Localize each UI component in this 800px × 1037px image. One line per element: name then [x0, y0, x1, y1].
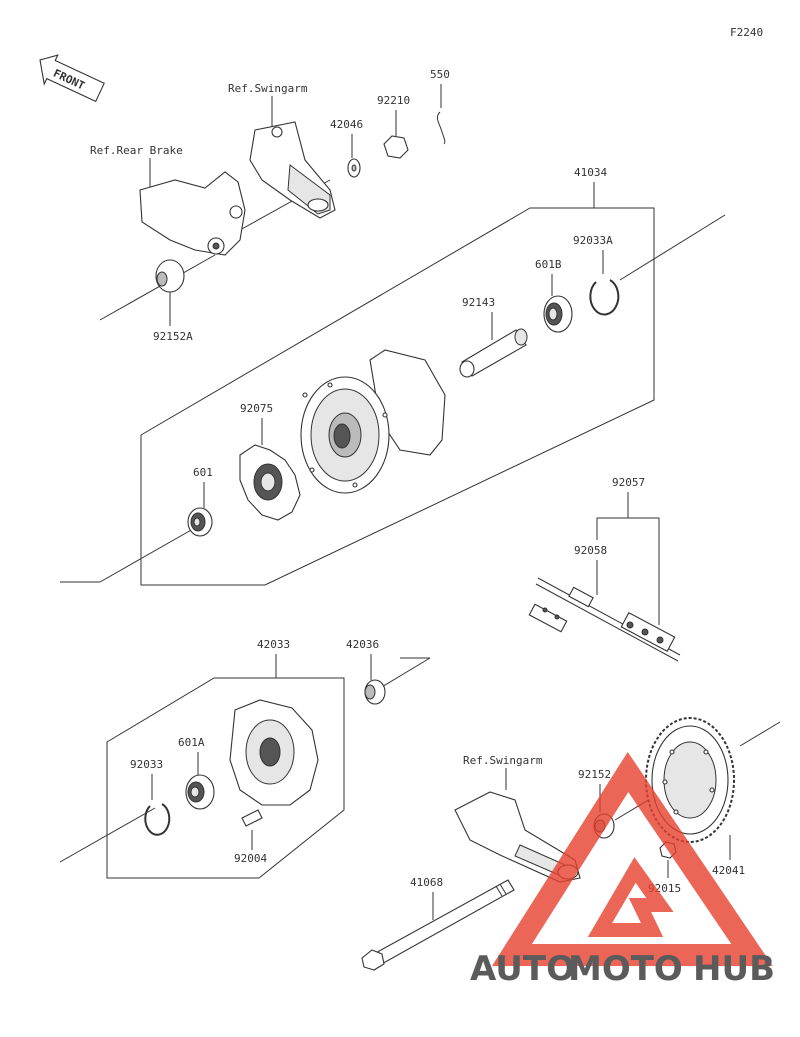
axle-41068 — [361, 879, 515, 971]
axle-line-lower — [99, 524, 201, 583]
collar-42036 — [364, 679, 386, 705]
axle-line-right — [619, 214, 726, 281]
label-92210: 92210 — [377, 94, 410, 107]
label-92057: 92057 — [612, 476, 645, 489]
figure-code: F2240 — [730, 26, 763, 39]
axle-line-left — [99, 254, 216, 321]
spacer-92152A — [155, 259, 185, 293]
ref-rear-brake: Ref.Rear Brake — [90, 144, 183, 157]
sprocket-hub-frame — [106, 677, 345, 879]
bearing-601B — [543, 295, 573, 333]
label-92058: 92058 — [574, 544, 607, 557]
label-92033: 92033 — [130, 758, 163, 771]
collar-92143 — [459, 328, 528, 378]
label-550: 550 — [430, 68, 450, 81]
swingarm-top — [249, 121, 336, 219]
label-601A: 601A — [178, 736, 205, 749]
wheel-group-frame — [140, 207, 655, 586]
sprocket-hub-42033 — [229, 699, 319, 806]
circlip-92033 — [144, 803, 171, 836]
ref-swingarm-bottom: Ref.Swingarm — [463, 754, 543, 767]
logo-text-auto: AUTO — [470, 949, 575, 989]
label-42036: 42036 — [346, 638, 379, 651]
circlip-92033A — [589, 279, 620, 316]
wheel-hub — [300, 349, 446, 494]
cotter-pin-550 — [436, 111, 446, 145]
front-arrow-icon: FRONT — [39, 54, 105, 103]
automotohub-logo: AUTO MOTO HUB — [470, 751, 775, 989]
label-92152: 92152 — [578, 768, 611, 781]
label-41068: 41068 — [410, 876, 443, 889]
rear-sprocket-42041 — [645, 717, 735, 843]
label-92004: 92004 — [234, 852, 267, 865]
rear-brake-bracket — [139, 171, 246, 256]
label-42046: 42046 — [330, 118, 363, 131]
logo-text-hub: HUB — [693, 949, 775, 989]
nut-92210 — [383, 135, 409, 159]
label-41034: 41034 — [574, 166, 607, 179]
label-92143: 92143 — [462, 296, 495, 309]
chain-joint-92058 — [528, 586, 594, 633]
ref-swingarm-top: Ref.Swingarm — [228, 82, 308, 95]
bearing-601A — [185, 774, 215, 810]
stud-92004 — [241, 809, 263, 827]
logo-text-moto: MOTO — [568, 949, 683, 989]
label-92033A: 92033A — [573, 234, 613, 247]
label-601: 601 — [193, 466, 213, 479]
label-92152A: 92152A — [153, 330, 193, 343]
label-92075: 92075 — [240, 402, 273, 415]
chain-92057 — [535, 577, 681, 662]
damper-92075 — [239, 444, 301, 521]
label-42041: 42041 — [712, 864, 745, 877]
label-42033: 42033 — [257, 638, 290, 651]
label-601B: 601B — [535, 258, 562, 271]
bearing-601 — [187, 507, 213, 537]
